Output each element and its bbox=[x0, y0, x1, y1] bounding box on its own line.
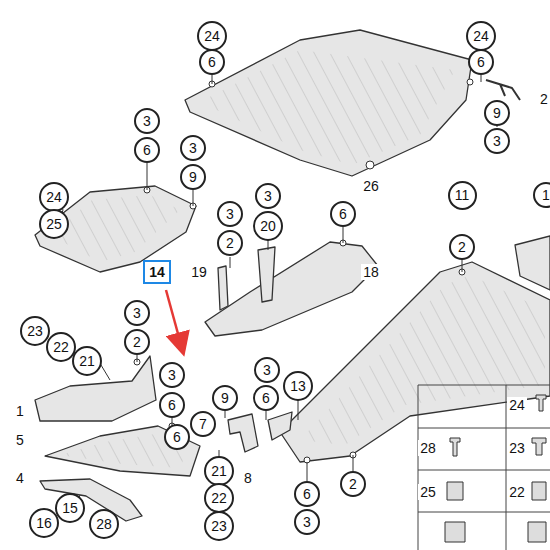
callout-number: 6 bbox=[330, 201, 356, 227]
callout-number: 3 bbox=[254, 357, 280, 383]
callout-number: 22 bbox=[204, 483, 234, 513]
callout-number: 6 bbox=[294, 481, 320, 507]
callout-number: 8 bbox=[242, 470, 254, 486]
callout-number: 23 bbox=[507, 440, 527, 456]
callout-number: 3 bbox=[159, 362, 185, 388]
bracket bbox=[486, 80, 520, 100]
callout-number: 9 bbox=[212, 385, 238, 411]
callout-number: 15 bbox=[55, 493, 85, 523]
callout-number: 21 bbox=[204, 456, 234, 486]
callout-number: 2 bbox=[217, 230, 243, 256]
callout-number: 23 bbox=[20, 316, 50, 346]
callout-number: 25 bbox=[39, 209, 69, 239]
underbody-panel bbox=[280, 262, 550, 462]
callout-number: 24 bbox=[466, 21, 496, 51]
bracket bbox=[258, 247, 275, 302]
callout-number: 1 bbox=[533, 182, 550, 208]
callout-number: 25 bbox=[418, 484, 438, 500]
callout-number: 23 bbox=[204, 511, 234, 541]
bracket bbox=[228, 414, 258, 452]
callout-number: 3 bbox=[217, 201, 243, 227]
underbody-panel bbox=[185, 30, 472, 176]
callout-number: 19 bbox=[189, 264, 209, 280]
callout-number: 28 bbox=[89, 509, 119, 539]
callout-number: 3 bbox=[134, 108, 160, 134]
callout-number: 24 bbox=[39, 182, 69, 212]
bracket bbox=[268, 412, 292, 440]
callout-number: 28 bbox=[418, 440, 438, 456]
bracket bbox=[218, 266, 228, 310]
callout-number: 4 bbox=[14, 470, 26, 486]
callout-number: 16 bbox=[29, 508, 59, 538]
callout-number: 22 bbox=[507, 484, 527, 500]
parts-table bbox=[418, 385, 550, 550]
callout-number: 13 bbox=[283, 371, 313, 401]
callout-number: 9 bbox=[484, 100, 510, 126]
callout-number: 11 bbox=[448, 181, 477, 210]
callout-number: 26 bbox=[361, 178, 381, 194]
callout-number: 21 bbox=[72, 346, 102, 376]
callout-number: 6 bbox=[253, 385, 279, 411]
callout-number: 6 bbox=[134, 137, 160, 163]
callout-number: 2 bbox=[449, 234, 475, 260]
callout-number: 20 bbox=[253, 211, 283, 241]
callout-number: 2 bbox=[340, 471, 366, 497]
callout-number: 6 bbox=[164, 424, 190, 450]
callout-number: 5 bbox=[14, 432, 26, 448]
callout-number: 1 bbox=[14, 403, 26, 419]
callout-number: 3 bbox=[294, 509, 320, 535]
callout-number: 24 bbox=[197, 21, 227, 51]
callout-number: 3 bbox=[180, 135, 206, 161]
callout-number: 3 bbox=[124, 300, 150, 326]
callout-number: 6 bbox=[468, 49, 494, 75]
callout-number: 7 bbox=[190, 411, 216, 437]
callout-number: 3 bbox=[484, 128, 510, 154]
callout-number: 6 bbox=[199, 49, 225, 75]
callout-number: 2 bbox=[124, 329, 150, 355]
callout-number: 6 bbox=[159, 392, 185, 418]
callout-number: 3 bbox=[255, 183, 281, 209]
callout-number: 24 bbox=[507, 397, 527, 413]
underbody-panel bbox=[515, 236, 550, 290]
callout-number: 2 bbox=[538, 91, 550, 107]
callout-number: 9 bbox=[180, 164, 206, 190]
pointer-arrow bbox=[166, 290, 183, 352]
callout-number: 18 bbox=[361, 264, 381, 280]
underbody-panel bbox=[205, 242, 378, 336]
highlighted-callout: 14 bbox=[143, 260, 171, 284]
